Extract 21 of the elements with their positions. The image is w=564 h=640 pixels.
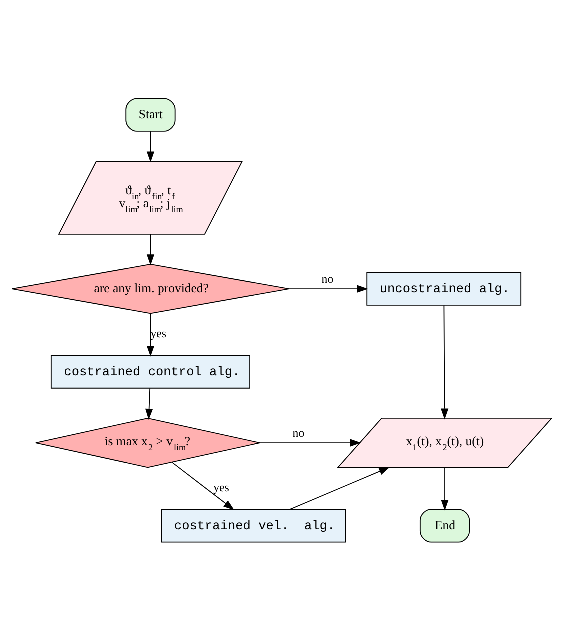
node-box: costrained vel. alg.	[161, 508, 346, 542]
arrow	[440, 304, 449, 420]
node-box: uncostrained alg.	[366, 272, 522, 306]
node-diamond: are any lim. provided?	[12, 264, 290, 314]
node-box: End	[420, 508, 470, 542]
arrow	[441, 466, 449, 510]
arrow	[146, 233, 155, 266]
node-box: costrained control alg.	[50, 354, 250, 388]
edge-label: yes	[214, 480, 230, 494]
node-diamond: is max x$_{2}$ > v$_{lim}$?	[35, 417, 261, 468]
node-box: Start	[126, 98, 176, 132]
arrow	[290, 466, 390, 510]
edge-label: no	[322, 272, 334, 286]
arrow	[260, 438, 362, 446]
edge-label: yes	[150, 326, 167, 340]
arrow	[146, 312, 155, 356]
arrow	[172, 462, 235, 510]
edge-label: no	[292, 426, 305, 440]
arrow	[145, 388, 154, 420]
arrow	[288, 284, 368, 292]
arrow	[146, 130, 155, 162]
